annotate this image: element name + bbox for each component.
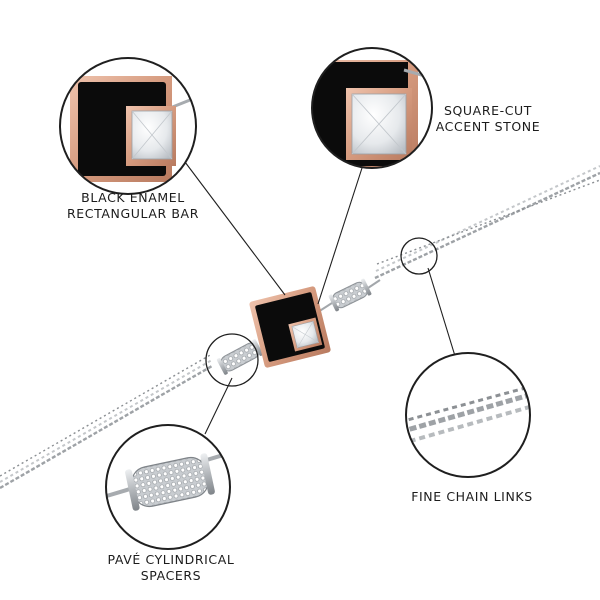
label-spacers-line2: SPACERS	[140, 568, 202, 583]
enamel-pendant	[249, 286, 331, 368]
label-chain-links: FINE CHAIN LINKS	[402, 489, 542, 505]
pave-spacer-right	[328, 278, 372, 312]
pave-spacer-left	[216, 339, 264, 375]
label-accent-stone: SQUARE-CUT ACCENT STONE	[428, 103, 548, 135]
label-accent-stone-line2: ACCENT STONE	[435, 119, 541, 134]
zoom-circle-accent-stone	[311, 47, 433, 169]
leader-lines	[184, 161, 456, 435]
spacer-marker-circle	[205, 333, 259, 387]
zoom-circle-enamel-bar	[59, 57, 197, 195]
label-enamel-bar-line1: BLACK ENAMEL	[81, 190, 185, 205]
zoom-circle-spacers	[105, 424, 231, 550]
chain-marker-circle	[400, 237, 438, 275]
label-chain-links-line1: FINE CHAIN LINKS	[411, 489, 533, 504]
label-enamel-bar-line2: RECTANGULAR BAR	[67, 206, 199, 221]
label-spacers-line1: PAVÉ CYLINDRICAL	[107, 552, 235, 567]
label-accent-stone-line1: SQUARE-CUT	[443, 103, 533, 118]
label-spacers: PAVÉ CYLINDRICAL SPACERS	[106, 552, 236, 584]
zoom-circle-chain-links	[405, 352, 531, 478]
label-enamel-bar: BLACK ENAMEL RECTANGULAR BAR	[58, 190, 208, 222]
